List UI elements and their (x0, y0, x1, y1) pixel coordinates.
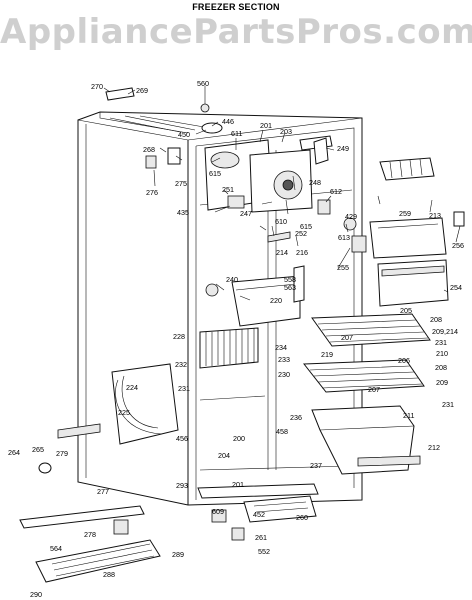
part-label: 288 (103, 570, 115, 579)
part-label: 237 (310, 461, 322, 470)
part-label: 613 (338, 233, 350, 242)
part-label: 231 (178, 384, 190, 393)
part-label: 209 (436, 378, 448, 387)
part-label: 220 (270, 296, 282, 305)
part-label: 435 (177, 208, 189, 217)
part-label: 203 (280, 127, 292, 136)
part-label: 456 (176, 434, 188, 443)
part-label: 260 (296, 513, 308, 522)
part-label: 612 (330, 187, 342, 196)
part-label: 276 (146, 188, 158, 197)
part-label: 216 (296, 248, 308, 257)
part-label: 609 (212, 507, 224, 516)
part-label: 213 (429, 211, 441, 220)
part-label: 200 (233, 434, 245, 443)
part-label: 611 (231, 129, 242, 138)
part-label: 210 (436, 349, 448, 358)
part-label: 240 (226, 275, 238, 284)
part-label: 228 (173, 332, 185, 341)
part-label: 452 (253, 510, 265, 519)
part-label: 233 (278, 355, 290, 364)
part-label: 208 (435, 363, 447, 372)
evaporator-coil (199, 327, 259, 369)
part-label: 214 (276, 248, 288, 257)
part-label: 558 (284, 275, 296, 284)
part-label: 232 (175, 360, 187, 369)
wire-shelf-lower (303, 359, 425, 393)
part-label: 450 (178, 130, 190, 139)
part-label: 209,214 (432, 327, 458, 336)
part-label: 206 (398, 356, 410, 365)
toe-grille-rail (19, 462, 319, 583)
section-title: FREEZER SECTION (192, 2, 280, 12)
part-label: 278 (84, 530, 96, 539)
part-label: 207 (368, 385, 380, 394)
part-label: 269 (136, 86, 148, 95)
part-label: 207 (341, 333, 353, 342)
control-housing (204, 135, 333, 213)
watermark-text: AppliancePartsPros.com (0, 12, 472, 52)
part-label: 248 (309, 178, 321, 187)
part-label: 560 (197, 79, 209, 88)
evaporator-cover (205, 265, 305, 327)
part-label: 236 (290, 413, 302, 422)
door-panel-259 (369, 217, 447, 259)
part-label: 268 (143, 145, 155, 154)
door-panel-254 (377, 259, 449, 307)
part-label: 249 (337, 144, 349, 153)
part-label: 208 (430, 315, 442, 324)
top-hardware (105, 87, 331, 243)
part-label: 201 (232, 480, 244, 489)
part-label: 610 (275, 217, 287, 226)
part-label: 247 (240, 209, 252, 218)
part-label: 261 (255, 533, 267, 542)
part-label: 446 (222, 117, 234, 126)
part-label: 259 (399, 209, 411, 218)
part-label: 204 (218, 451, 230, 460)
part-label: 256 (452, 241, 464, 250)
part-label: 254 (450, 283, 462, 292)
part-label: 212 (428, 443, 440, 452)
part-label: 231 (435, 338, 447, 347)
part-label: 224 (126, 383, 138, 392)
part-label: 211 (403, 411, 414, 420)
part-label: 277 (97, 487, 109, 496)
part-label: 255 (337, 263, 349, 272)
ice-tray (379, 157, 435, 181)
part-label: 264 (8, 448, 20, 457)
part-label: 201 (260, 121, 272, 130)
part-label: 205 (400, 306, 412, 315)
wire-shelf-upper (311, 313, 431, 347)
part-label: 230 (278, 370, 290, 379)
part-labels: 270 269 560 446 450 611 201 203 268 615 … (8, 79, 464, 599)
part-label: 231 (442, 400, 454, 409)
part-label: 615 (300, 222, 312, 231)
part-label: 290 (30, 590, 42, 599)
part-label: 279 (56, 449, 68, 458)
part-label: 289 (172, 550, 184, 559)
part-label: 219 (321, 350, 333, 359)
part-label: 429 (345, 212, 357, 221)
part-label: 234 (275, 343, 287, 352)
part-label: 270 (91, 82, 103, 91)
leader-lines (103, 86, 461, 301)
left-liner-panel (57, 363, 179, 445)
part-label: 275 (175, 179, 187, 188)
part-label: 252 (295, 229, 307, 238)
part-label: 563 (284, 283, 296, 292)
part-label: 225 (118, 408, 130, 417)
part-label: 251 (222, 185, 234, 194)
part-label: 265 (32, 445, 44, 454)
part-label: 552 (258, 547, 270, 556)
ice-bucket (311, 405, 421, 475)
part-label: 615 (209, 169, 221, 178)
small-parts-right (343, 211, 465, 253)
part-label: 293 (176, 481, 188, 490)
part-label: 564 (50, 544, 62, 553)
part-label: 458 (276, 427, 288, 436)
